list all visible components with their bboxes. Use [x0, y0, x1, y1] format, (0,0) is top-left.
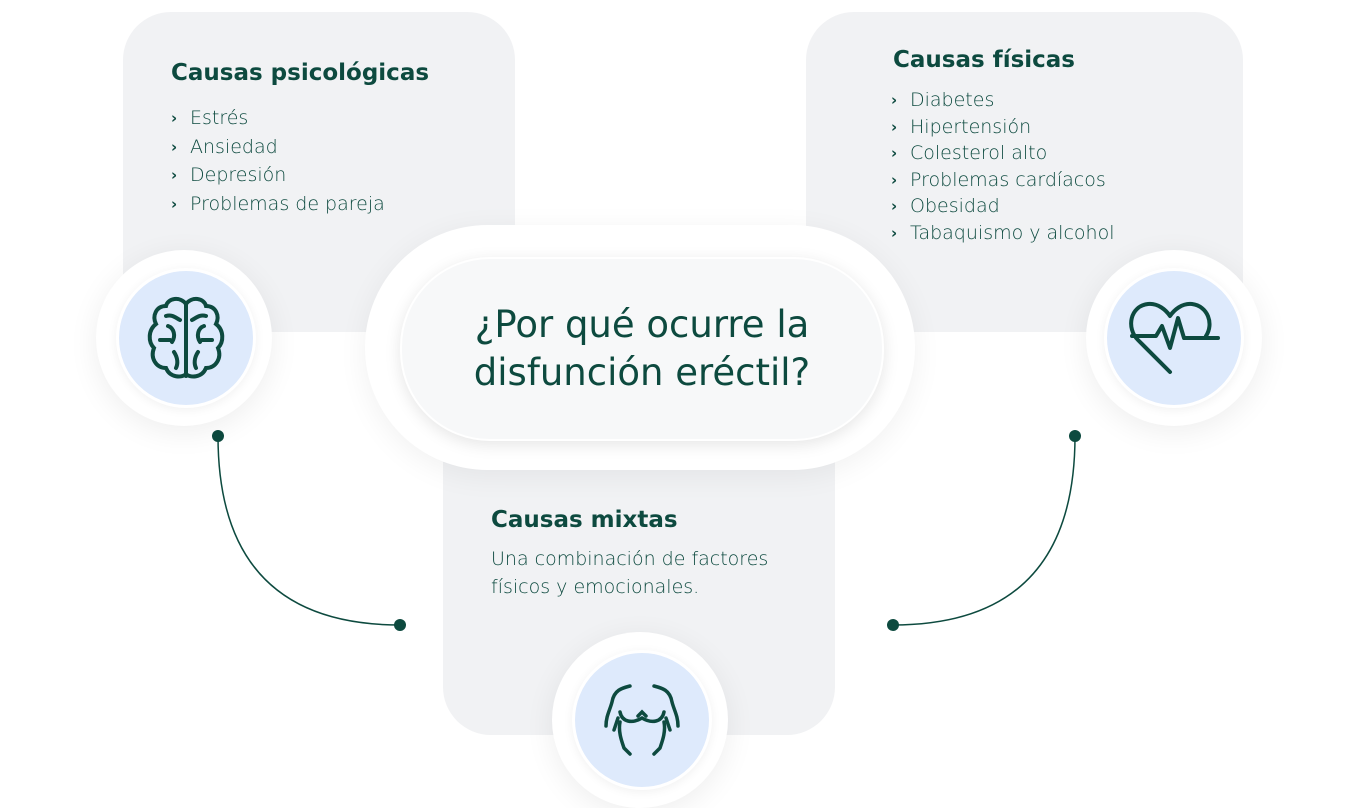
connector-dot	[212, 430, 224, 442]
list-item: ›Problemas de pareja	[171, 190, 385, 219]
heart-icon-circle	[1104, 268, 1244, 408]
chevron-right-icon: ›	[891, 91, 898, 109]
left-connector	[217, 435, 401, 626]
physical-list: ›Diabetes ›Hipertensión ›Colesterol alto…	[891, 87, 1114, 247]
psychological-heading: Causas psicológicas	[171, 60, 430, 86]
list-item: ›Depresión	[171, 161, 385, 190]
mixed-description: Una combinación de factores físicos y em…	[491, 548, 769, 598]
list-item: ›Problemas cardíacos	[891, 167, 1114, 194]
chevron-right-icon: ›	[891, 144, 898, 163]
connector-dot	[1069, 430, 1081, 442]
page-title: ¿Por qué ocurre la disfunción eréctil?	[473, 303, 811, 394]
chevron-right-icon: ›	[891, 223, 898, 242]
list-item: ›Tabaquismo y alcohol	[891, 220, 1114, 247]
chevron-right-icon: ›	[171, 166, 178, 184]
heart-pulse-icon	[1129, 301, 1220, 374]
torso-icon	[604, 684, 680, 756]
list-item: ›Hipertensión	[891, 114, 1114, 141]
chevron-right-icon: ›	[891, 197, 898, 216]
chevron-right-icon: ›	[891, 117, 898, 136]
connector-dot	[887, 619, 899, 631]
physical-heading: Causas físicas	[893, 47, 1075, 73]
list-item: ›Estrés	[171, 104, 385, 133]
brain-icon	[147, 297, 225, 379]
list-item: ›Colesterol alto	[891, 140, 1114, 167]
mixed-heading: Causas mixtas	[491, 507, 678, 533]
brain-icon-circle	[116, 268, 256, 408]
chevron-right-icon: ›	[171, 194, 178, 213]
chevron-right-icon: ›	[171, 109, 178, 127]
body-icon-circle	[572, 650, 712, 790]
right-connector	[892, 435, 1076, 626]
list-item: ›Obesidad	[891, 193, 1114, 220]
connector-dot	[394, 619, 406, 631]
psychological-list: ›Estrés ›Ansiedad ›Depresión ›Problemas …	[171, 104, 385, 218]
chevron-right-icon: ›	[171, 137, 178, 156]
title-pill: ¿Por qué ocurre la disfunción eréctil?	[400, 257, 884, 441]
chevron-right-icon: ›	[891, 170, 898, 189]
list-item: ›Diabetes	[891, 87, 1114, 114]
list-item: ›Ansiedad	[171, 133, 385, 162]
